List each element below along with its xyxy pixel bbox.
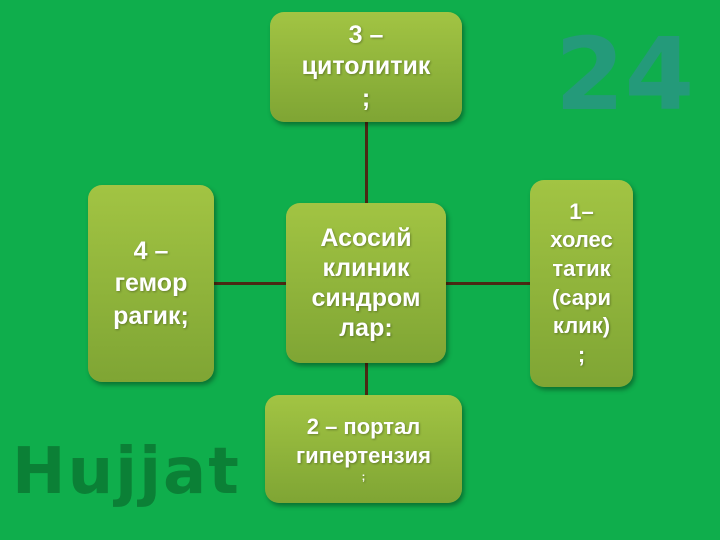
bottom-node-portal-hypertension: 2 – портал гипертензия ; bbox=[265, 395, 462, 503]
bottom-node-label: 2 – портал гипертензия bbox=[296, 414, 431, 468]
bottom-node-suffix: ; bbox=[361, 471, 366, 484]
top-node-cytolytic: 3 – цитолитик ; bbox=[270, 12, 462, 122]
watermark-number: 24 bbox=[555, 16, 695, 133]
watermark-text: Hujjat bbox=[12, 435, 241, 509]
center-node-main-syndromes: Асосий клиник синдром лар: bbox=[286, 203, 446, 363]
right-node-cholestatic: 1– холес татик (сари клик) ; bbox=[530, 180, 633, 387]
left-node-hemorrhagic: 4 – гемор рагик; bbox=[88, 185, 214, 382]
